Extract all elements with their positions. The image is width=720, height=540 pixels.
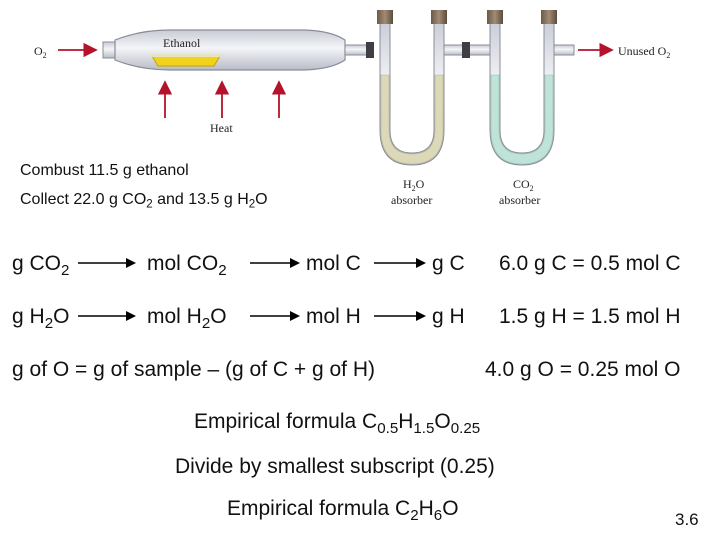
row-c-arrow-2 bbox=[250, 258, 300, 268]
row-c-grams-c: g C bbox=[432, 252, 465, 275]
row-c-arrow-3 bbox=[374, 258, 426, 268]
row-c-mol-c: mol C bbox=[306, 252, 361, 275]
oxygen-result: 4.0 g O = 0.25 mol O bbox=[485, 358, 681, 381]
row-c-result: 6.0 g C = 0.5 mol C bbox=[499, 252, 681, 275]
connector-2-joint bbox=[462, 42, 470, 58]
row-h-grams-h: g H bbox=[432, 305, 465, 328]
outlet-tube bbox=[553, 44, 575, 56]
oxygen-equation: g of O = g of sample – (g of C + g of H) bbox=[12, 358, 376, 381]
row-h-mol-h2o: mol H2O bbox=[147, 305, 227, 332]
connector-1-joint bbox=[366, 42, 374, 58]
co2-absorber-stopper-right bbox=[541, 10, 557, 24]
combustion-tube bbox=[102, 41, 116, 59]
h2o-absorber-formula: H2O bbox=[403, 177, 425, 193]
empirical-formula-fractional: Empirical formula C0.5H1.5O0.25 bbox=[194, 410, 481, 437]
ethanol-label: Ethanol bbox=[163, 36, 201, 50]
heat-label: Heat bbox=[210, 121, 233, 135]
ethanol-boat-rim bbox=[150, 54, 222, 57]
row-h-grams-h2o: g H2O bbox=[12, 305, 70, 332]
slide-number: 3.6 bbox=[675, 510, 699, 529]
combustion-tube-body bbox=[114, 29, 346, 71]
ethanol-boat bbox=[151, 55, 221, 67]
setup-line-1: Combust 11.5 g ethanol bbox=[20, 162, 189, 179]
h2o-absorber-stopper-right bbox=[431, 10, 447, 24]
co2-absorber-stopper-left bbox=[487, 10, 503, 24]
row-h-mol-h: mol H bbox=[306, 305, 361, 328]
combustion-apparatus: O2 Ethanol Heat Unused O2 H2O absorber C… bbox=[34, 10, 670, 207]
row-c-grams-co2: g CO2 bbox=[12, 252, 70, 279]
co2-absorber-formula: CO2 bbox=[513, 177, 534, 193]
row-h-arrow-2 bbox=[250, 311, 300, 321]
oxygen-in-label: O2 bbox=[34, 44, 47, 60]
row-c-mol-co2: mol CO2 bbox=[147, 252, 227, 279]
row-h-arrow-1 bbox=[78, 311, 136, 321]
co2-absorber-packing bbox=[490, 74, 554, 165]
setup-line-2: Collect 22.0 g CO2 and 13.5 g H2O bbox=[20, 191, 268, 211]
row-c-arrow-1 bbox=[78, 258, 136, 268]
co2-absorber-word: absorber bbox=[499, 193, 540, 207]
divide-instruction: Divide by smallest subscript (0.25) bbox=[175, 455, 495, 478]
row-h-result: 1.5 g H = 1.5 mol H bbox=[499, 305, 681, 328]
h2o-absorber-word: absorber bbox=[391, 193, 432, 207]
empirical-formula-final: Empirical formula C2H6O bbox=[227, 497, 459, 524]
h2o-absorber-packing bbox=[380, 74, 444, 165]
row-h-arrow-3 bbox=[374, 311, 426, 321]
unused-oxygen-label: Unused O2 bbox=[618, 44, 670, 60]
h2o-absorber-stopper-left bbox=[377, 10, 393, 24]
connector-1 bbox=[344, 44, 368, 56]
